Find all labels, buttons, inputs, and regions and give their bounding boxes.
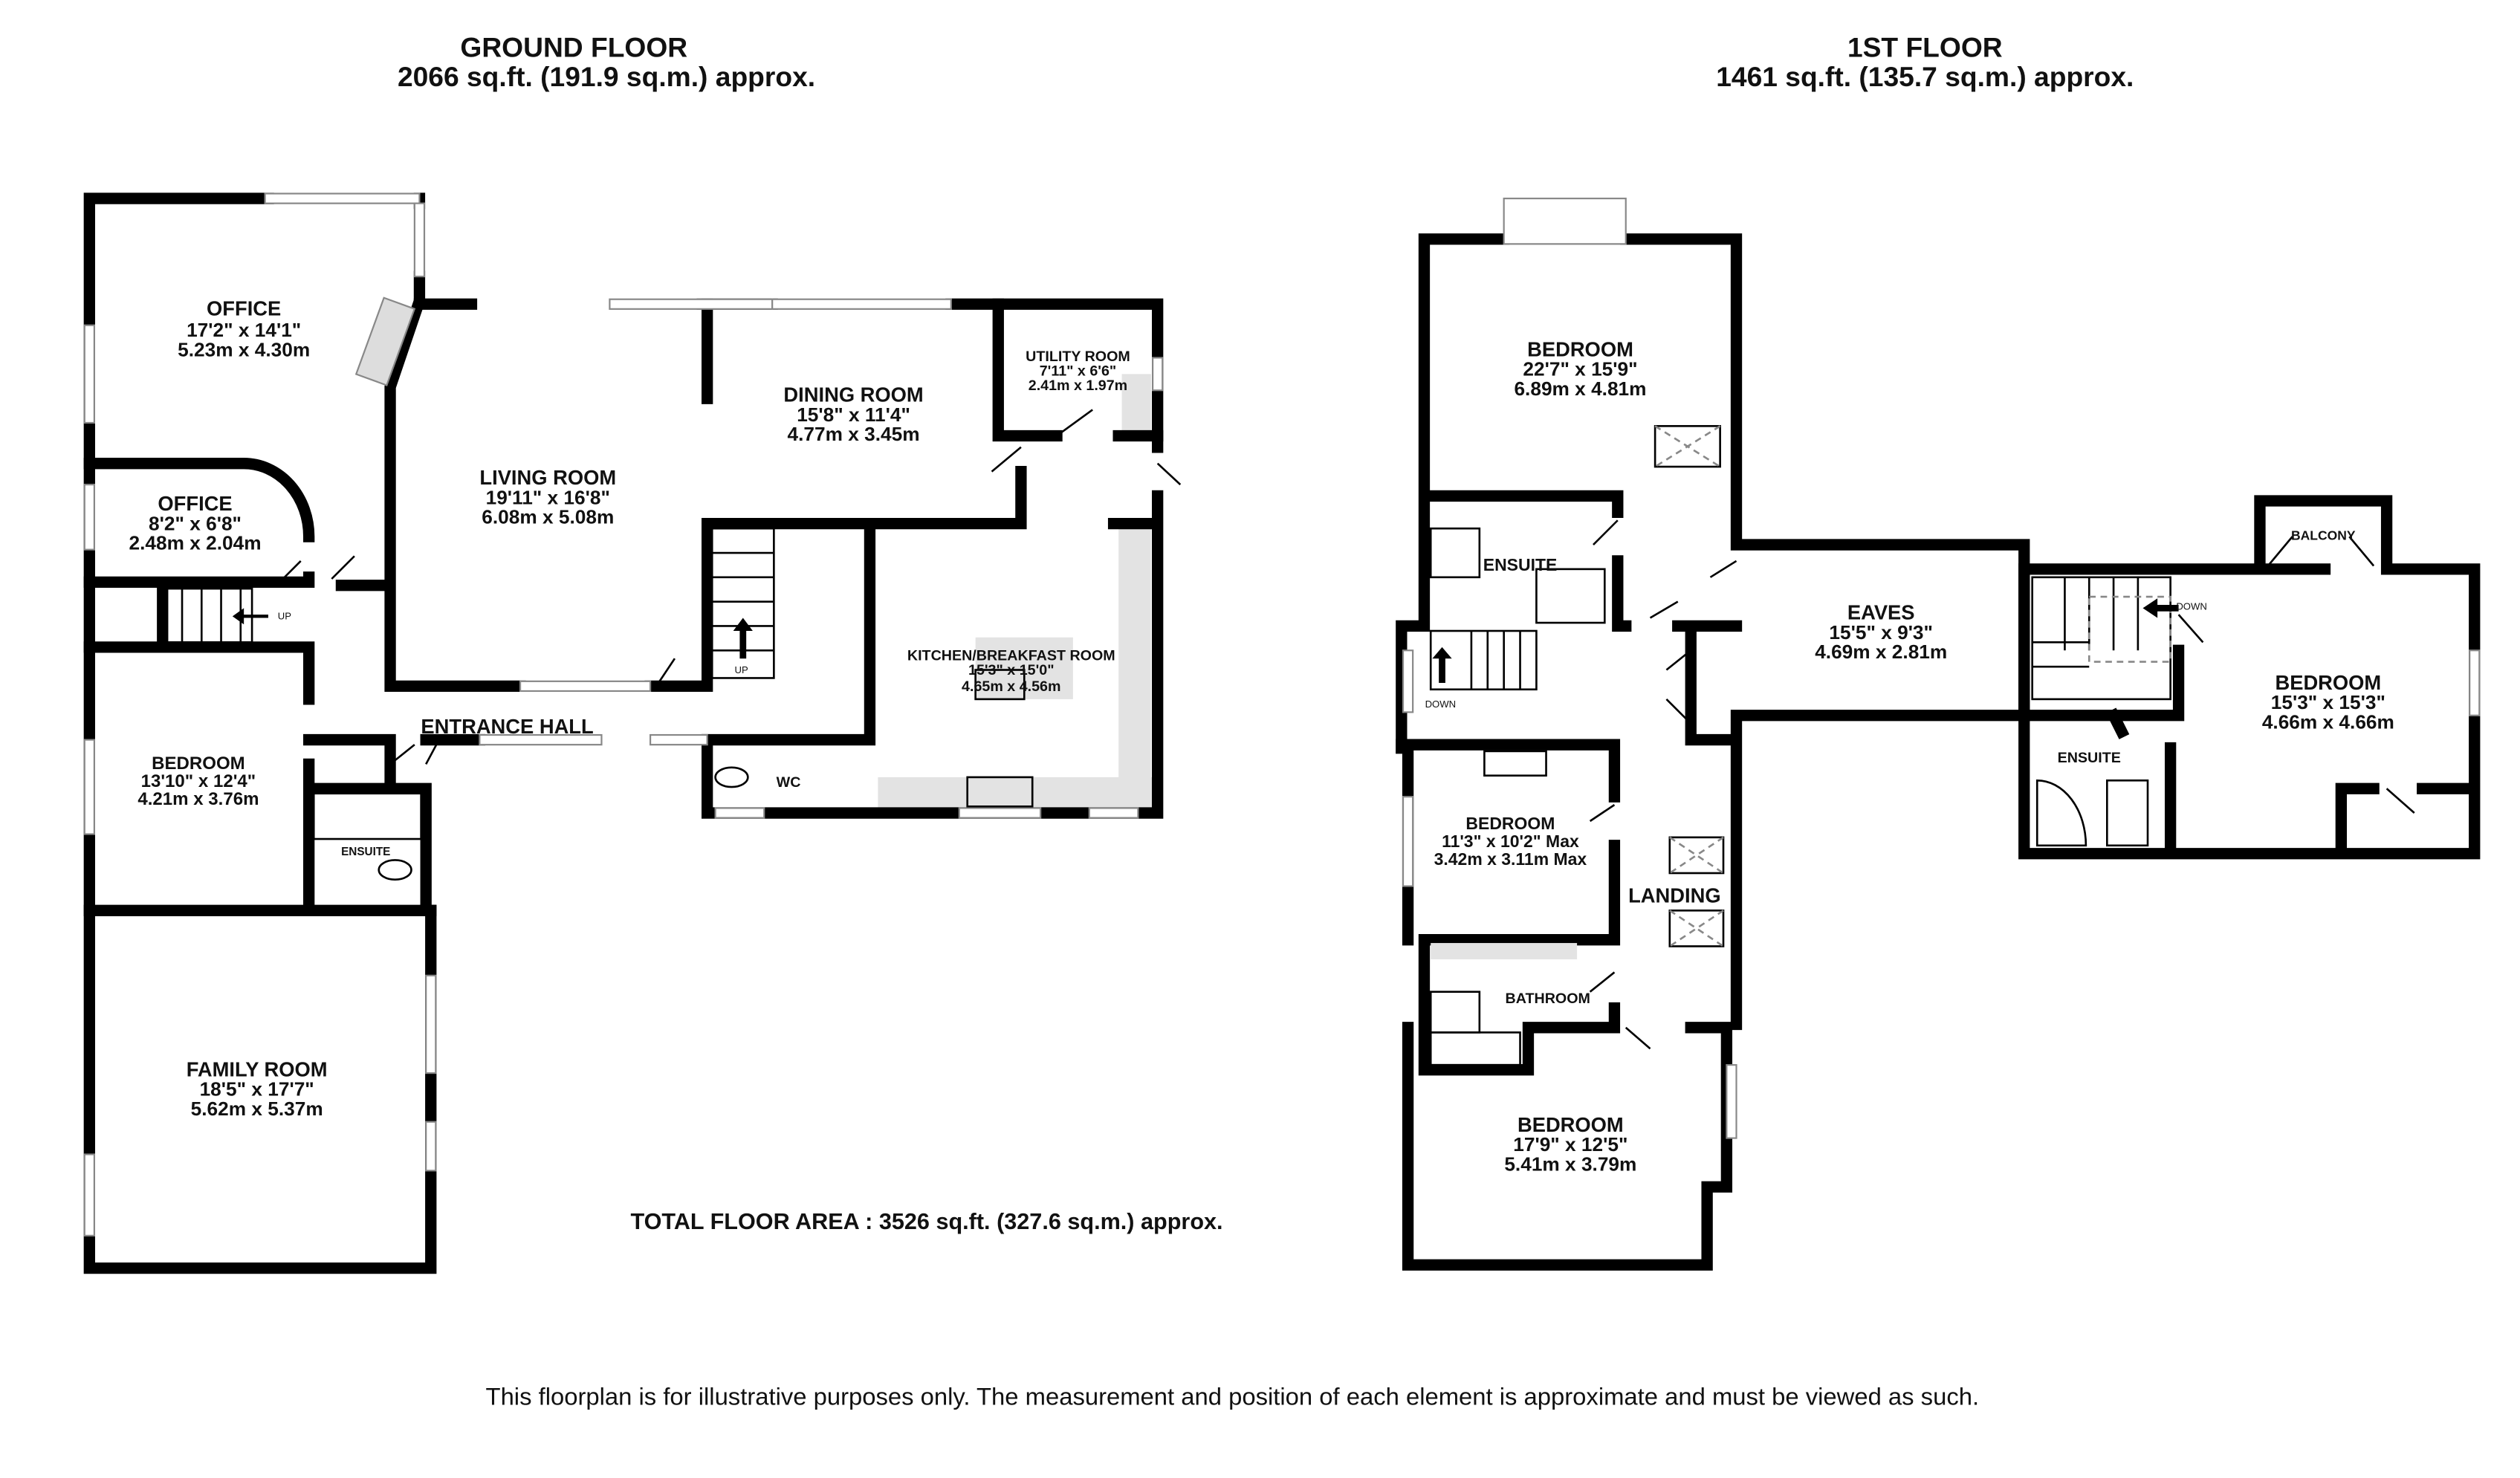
down-arrow-icon — [1432, 646, 1452, 684]
room-dim-metric: 6.08m x 5.08m — [482, 506, 614, 528]
room-name: EAVES — [1847, 601, 1915, 624]
ensuite-label: ENSUITE — [341, 846, 390, 858]
room-dim-imperial: 8'2" x 6'8" — [149, 512, 242, 534]
room-dim-imperial: 7'11" x 6'6" — [1040, 363, 1117, 380]
room-dim-imperial: 18'5" x 17'7" — [200, 1078, 314, 1101]
room-dim-imperial: 17'2" x 14'1" — [187, 319, 301, 341]
down-label: DOWN — [2176, 601, 2207, 612]
room-name: BEDROOM — [1517, 1113, 1624, 1136]
room-name: KITCHEN/BREAKFAST ROOM — [907, 647, 1115, 664]
room-name: BEDROOM — [1465, 814, 1555, 833]
room-name: BEDROOM — [152, 753, 245, 774]
room-dim-imperial: 15'3" x 15'3" — [2271, 691, 2385, 713]
room-name: LIVING ROOM — [479, 466, 616, 489]
total-floor-area: TOTAL FLOOR AREA : 3526 sq.ft. (327.6 sq… — [630, 1209, 1222, 1234]
room-dim-imperial: 19'11" x 16'8" — [486, 486, 610, 508]
down-label: DOWN — [1425, 699, 1457, 710]
room-name: OFFICE — [158, 492, 232, 515]
up-label: UP — [735, 664, 748, 675]
bathroom-label: BATHROOM — [1506, 991, 1590, 1007]
up-arrow-icon — [232, 608, 268, 625]
room-dim-imperial: 15'3" x 15'0" — [968, 662, 1055, 678]
room-dim-metric: 2.48m x 2.04m — [129, 532, 262, 554]
room-name: OFFICE — [207, 297, 281, 320]
room-dim-imperial: 15'5" x 9'3" — [1829, 621, 1933, 644]
room-dim-metric: 2.41m x 1.97m — [1029, 377, 1127, 394]
room-dim-metric: 3.42m x 3.11m Max — [1434, 849, 1587, 869]
room-dim-metric: 5.62m x 5.37m — [191, 1098, 323, 1120]
room-dim-metric: 4.69m x 2.81m — [1815, 641, 1947, 663]
ensuite-label: ENSUITE — [2058, 750, 2121, 766]
room-dim-imperial: 17'9" x 12'5" — [1513, 1133, 1627, 1156]
room-dim-imperial: 15'8" x 11'4" — [797, 403, 910, 426]
down-arrow-icon — [2142, 598, 2179, 618]
room-dim-metric: 5.41m x 3.79m — [1504, 1153, 1636, 1175]
room-name: BEDROOM — [2275, 671, 2381, 694]
room-dim-metric: 5.23m x 4.30m — [178, 338, 310, 360]
room-dim-metric: 4.21m x 3.76m — [137, 789, 259, 809]
disclaimer: This floorplan is for illustrative purpo… — [486, 1382, 1980, 1410]
first-floor-plan: BEDROOM 22'7" x 15'9" 6.89m x 4.81m EAVE… — [1396, 197, 2481, 1271]
ground-floor-title: GROUND FLOOR — [460, 32, 687, 63]
landing-label: LANDING — [1628, 884, 1721, 907]
room-name: BEDROOM — [1527, 337, 1633, 360]
ensuite-label: ENSUITE — [1483, 555, 1558, 574]
room-dim-metric: 4.65m x 4.56m — [962, 678, 1060, 695]
balcony-label: BALCONY — [2291, 528, 2356, 543]
room-dim-imperial: 22'7" x 15'9" — [1523, 358, 1637, 380]
room-dim-imperial: 13'10" x 12'4" — [141, 771, 256, 791]
room-name: FAMILY ROOM — [187, 1057, 328, 1080]
room-dim-metric: 4.66m x 4.66m — [2262, 710, 2394, 733]
ground-floor-area: 2066 sq.ft. (191.9 sq.m.) approx. — [398, 61, 815, 92]
up-label: UP — [278, 611, 291, 622]
room-name: UTILITY ROOM — [1026, 349, 1130, 365]
entrance-hall-label: ENTRANCE HALL — [421, 715, 593, 738]
staircase — [1429, 576, 2179, 701]
room-name: DINING ROOM — [783, 383, 923, 406]
ground-floor-plan: OFFICE 17'2" x 14'1" 5.23m x 4.30m OFFIC… — [83, 192, 1182, 1274]
room-dim-metric: 6.89m x 4.81m — [1514, 377, 1646, 400]
room-dim-metric: 4.77m x 3.45m — [788, 423, 920, 445]
up-arrow-icon — [733, 618, 753, 659]
wc-label: WC — [777, 774, 801, 791]
staircase — [161, 527, 775, 679]
first-floor-area: 1461 sq.ft. (135.7 sq.m.) approx. — [1716, 61, 2134, 92]
room-dim-imperial: 11'3" x 10'2" Max — [1442, 832, 1579, 851]
first-floor-title: 1ST FLOOR — [1847, 32, 2003, 63]
